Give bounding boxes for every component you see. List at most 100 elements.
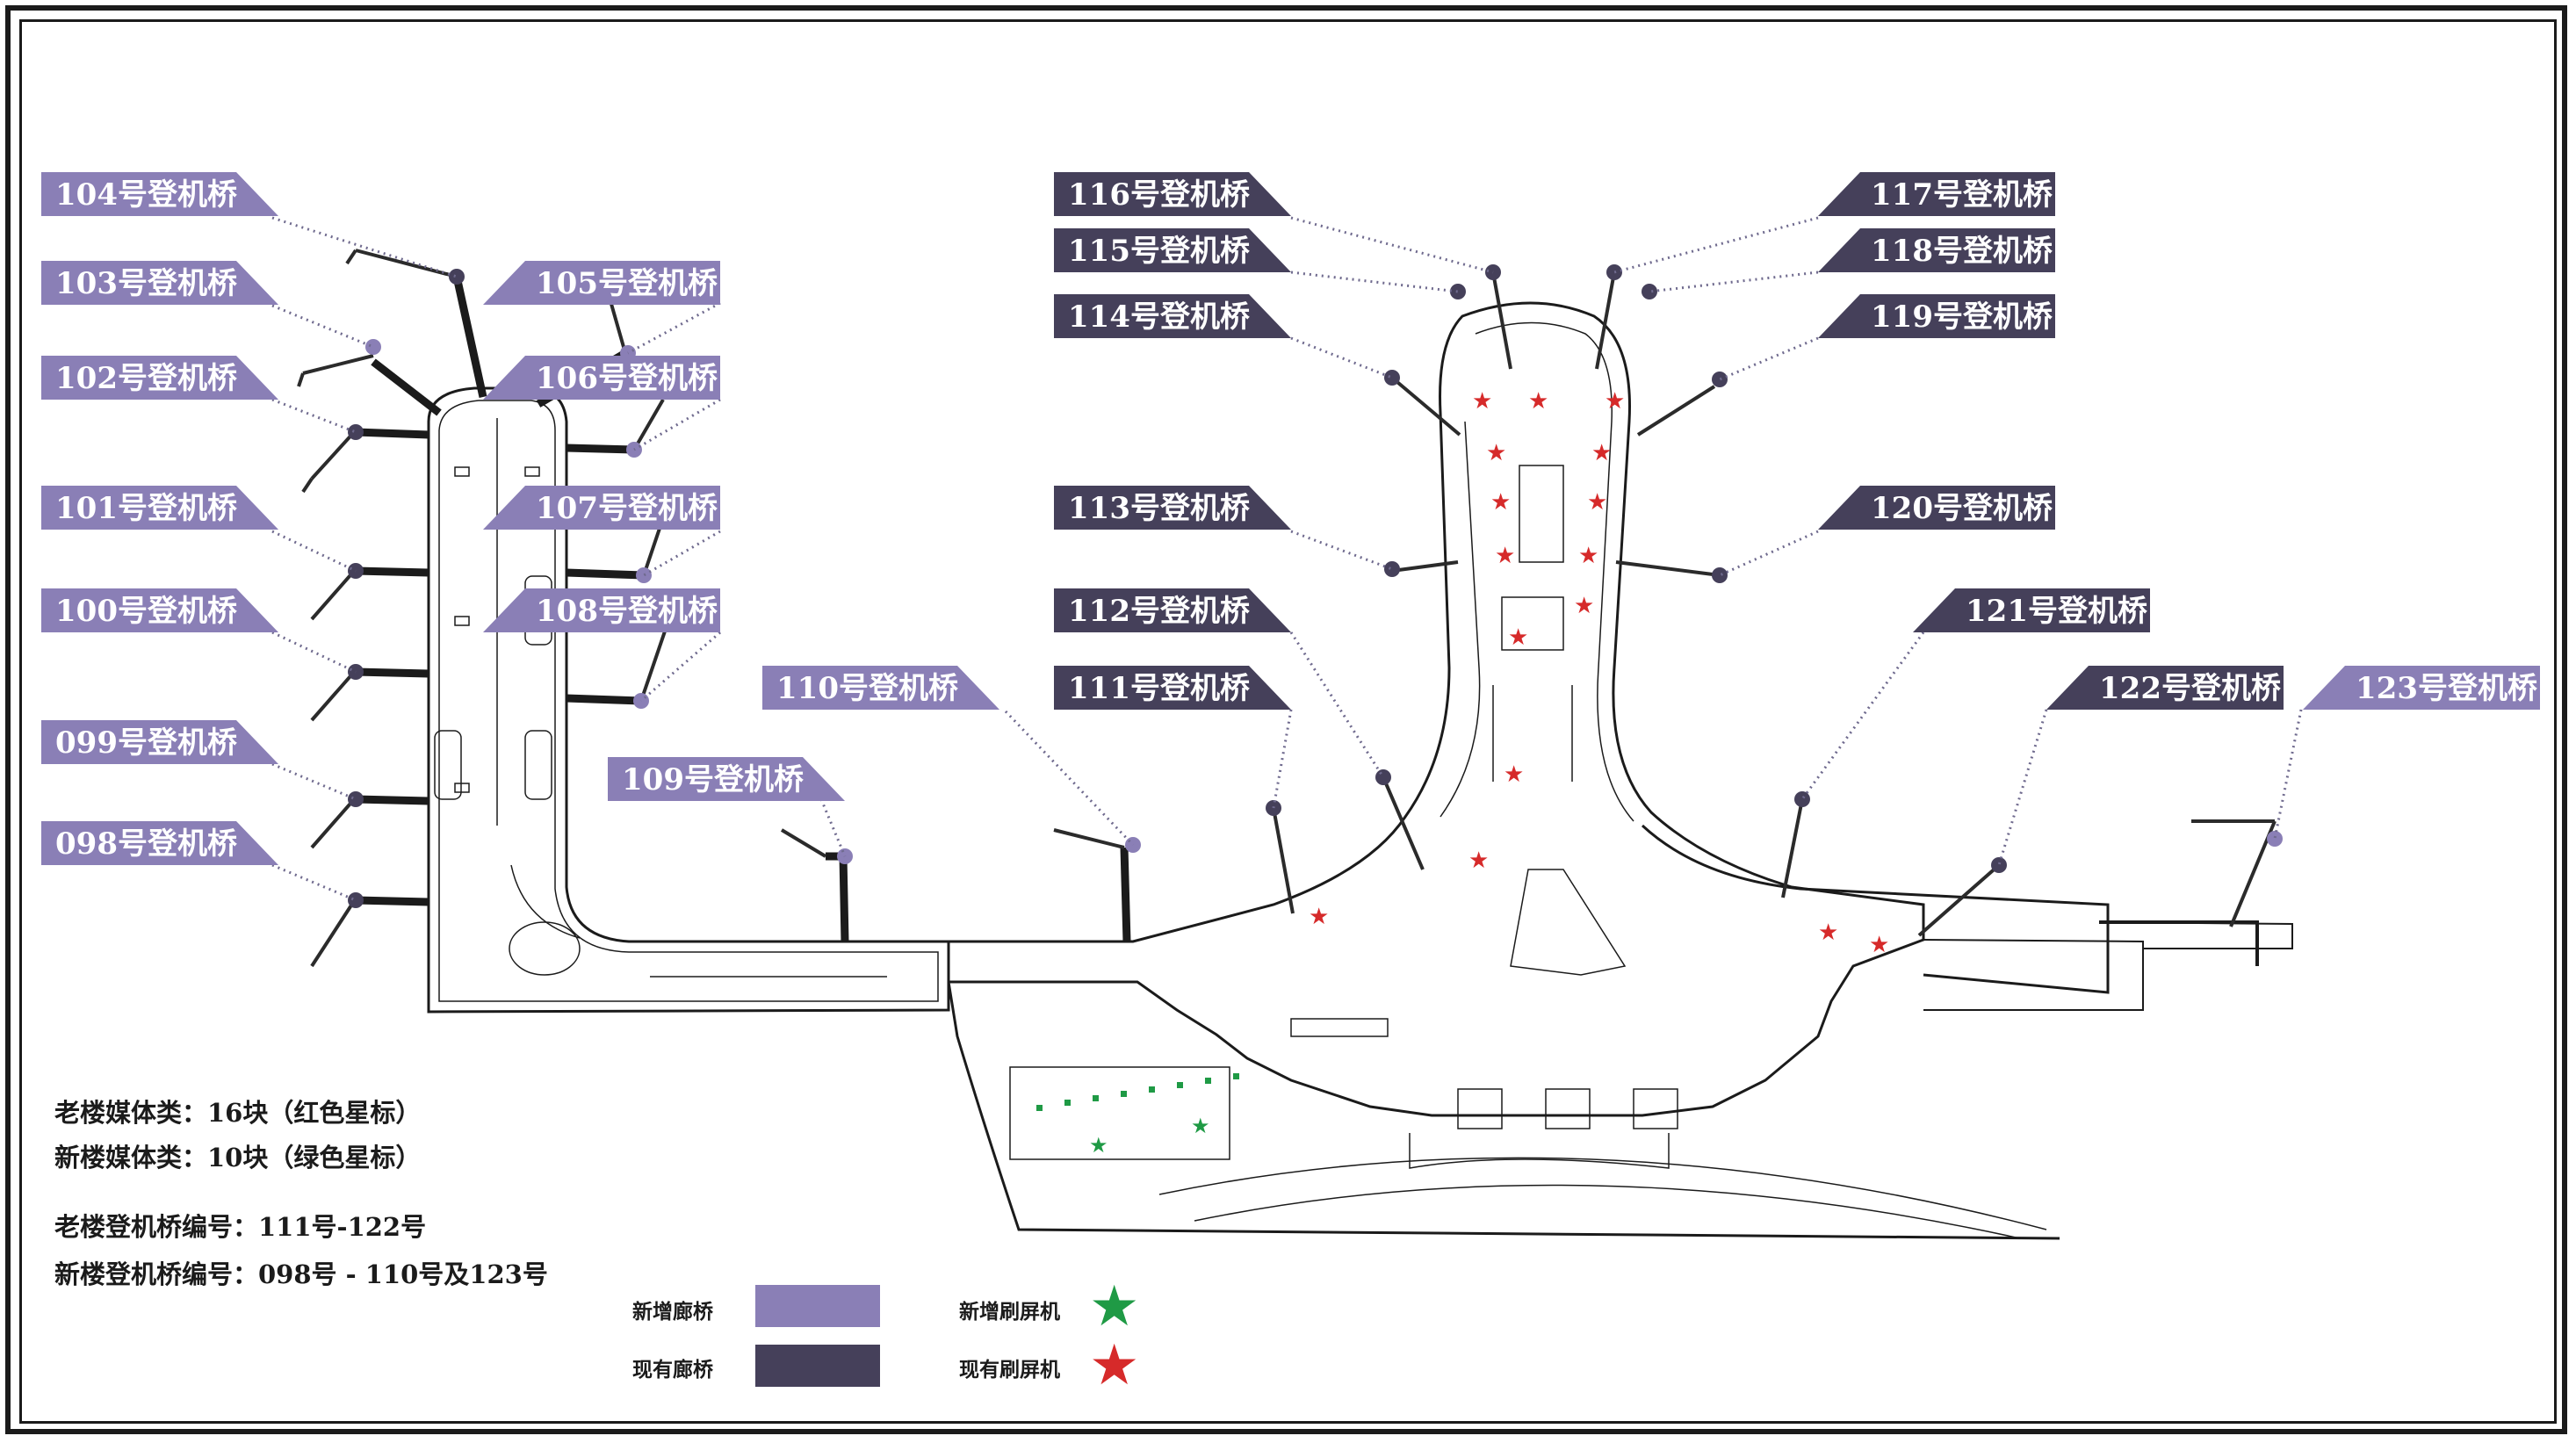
gate-label-text-099: 099号登机桥 bbox=[55, 725, 237, 761]
gate-label-box-103 bbox=[41, 261, 278, 305]
gate-label-text-101: 101号登机桥 bbox=[55, 491, 237, 526]
gate-label-114: 114号登机桥 bbox=[1054, 294, 1291, 338]
gate-label-102: 102号登机桥 bbox=[41, 356, 278, 400]
gate-label-110: 110号登机桥 bbox=[762, 666, 999, 710]
gate-label-text-110: 110号登机桥 bbox=[776, 671, 958, 706]
existing-screen-star-8: ★ bbox=[1495, 543, 1515, 569]
existing-screen-stars: ★ ★ ★ ★ ★ ★ ★ ★ ★ ★ ★ ★ ★ ★ ★ ★ bbox=[1309, 388, 1889, 958]
new-screen-star-2: ★ bbox=[1191, 1114, 1210, 1138]
gate-label-text-098: 098号登机桥 bbox=[55, 826, 237, 862]
legend-new-bridge-swatch bbox=[755, 1285, 880, 1327]
gate-label-109: 109号登机桥 bbox=[608, 757, 845, 801]
new-screen-dots bbox=[1036, 1073, 1239, 1111]
gate-label-box-115 bbox=[1054, 228, 1291, 272]
jet-bridges bbox=[355, 276, 1131, 942]
gate-label-box-122 bbox=[2046, 666, 2284, 710]
gate-label-115: 115号登机桥 bbox=[1054, 228, 1291, 272]
existing-screen-star-13: ★ bbox=[1468, 848, 1489, 874]
gate-label-box-114 bbox=[1054, 294, 1291, 338]
gate-label-116: 116号登机桥 bbox=[1054, 172, 1291, 216]
gate-label-103: 103号登机桥 bbox=[41, 261, 278, 305]
gate-label-text-112: 112号登机桥 bbox=[1068, 594, 1250, 629]
gate-label-108: 108号登机桥 bbox=[483, 588, 720, 632]
gate-label-099: 099号登机桥 bbox=[41, 720, 278, 764]
note-old-media: 老楼媒体类：16块（红色星标） bbox=[54, 1098, 422, 1128]
gate-label-box-101 bbox=[41, 486, 278, 530]
gate-label-box-109 bbox=[608, 757, 845, 801]
gate-label-text-111: 111号登机桥 bbox=[1068, 671, 1250, 706]
gate-label-text-103: 103号登机桥 bbox=[55, 266, 237, 301]
gate-label-text-121: 121号登机桥 bbox=[1966, 594, 2147, 629]
gate-label-box-113 bbox=[1054, 486, 1291, 530]
gate-label-119: 119号登机桥 bbox=[1818, 294, 2055, 338]
gate-label-105: 105号登机桥 bbox=[483, 261, 720, 305]
legend-existing-bridge-swatch bbox=[755, 1345, 880, 1387]
legend-existing-screen-label: 现有刷屏机 bbox=[959, 1359, 1060, 1382]
inner-frame bbox=[19, 19, 2557, 1424]
gate-label-text-107: 107号登机桥 bbox=[536, 491, 718, 526]
gate-label-104: 104号登机桥 bbox=[41, 172, 278, 216]
gate-label-box-116 bbox=[1054, 172, 1291, 216]
new-screen-stars: ★ ★ bbox=[1089, 1114, 1210, 1158]
gate-label-text-119: 119号登机桥 bbox=[1871, 299, 2053, 335]
gate-label-text-114: 114号登机桥 bbox=[1068, 299, 1250, 335]
gate-label-122: 122号登机桥 bbox=[2046, 666, 2284, 710]
gate-label-118: 118号登机桥 bbox=[1818, 228, 2055, 272]
gate-label-text-122: 122号登机桥 bbox=[2099, 671, 2281, 706]
existing-screen-star-15: ★ bbox=[1818, 920, 1838, 946]
note-new-media: 新楼媒体类：10块（绿色星标） bbox=[54, 1143, 422, 1172]
gate-label-box-099 bbox=[41, 720, 278, 764]
gate-label-box-119 bbox=[1818, 294, 2055, 338]
legend-new-screen-star-icon: ★ bbox=[1089, 1274, 1140, 1339]
gate-label-box-098 bbox=[41, 821, 278, 865]
new-screen-star-1: ★ bbox=[1089, 1133, 1108, 1158]
gate-label-text-118: 118号登机桥 bbox=[1871, 234, 2053, 269]
legend-new-bridge-label: 新增廊桥 bbox=[632, 1301, 713, 1324]
existing-screen-star-3: ★ bbox=[1605, 388, 1625, 415]
gate-label-box-105 bbox=[483, 261, 720, 305]
existing-screen-star-12: ★ bbox=[1504, 761, 1524, 788]
existing-screen-star-11: ★ bbox=[1508, 624, 1528, 651]
gate-label-text-108: 108号登机桥 bbox=[536, 594, 718, 629]
existing-screen-star-2: ★ bbox=[1528, 388, 1548, 415]
gate-label-text-100: 100号登机桥 bbox=[55, 594, 237, 629]
gate-label-text-117: 117号登机桥 bbox=[1871, 177, 2053, 213]
existing-screen-star-6: ★ bbox=[1490, 489, 1511, 516]
gate-label-120: 120号登机桥 bbox=[1818, 486, 2055, 530]
gate-label-107: 107号登机桥 bbox=[483, 486, 720, 530]
existing-screen-star-1: ★ bbox=[1472, 388, 1492, 415]
gate-label-box-110 bbox=[762, 666, 999, 710]
gate-label-box-123 bbox=[2303, 666, 2540, 710]
gate-label-box-121 bbox=[1913, 588, 2150, 632]
gate-label-box-112 bbox=[1054, 588, 1291, 632]
gate-label-box-111 bbox=[1054, 666, 1291, 710]
note-old-gates: 老楼登机桥编号：111号-122号 bbox=[54, 1212, 427, 1242]
gate-label-text-115: 115号登机桥 bbox=[1068, 234, 1250, 269]
gate-label-box-107 bbox=[483, 486, 720, 530]
existing-screen-star-14: ★ bbox=[1309, 904, 1329, 930]
outer-frame bbox=[5, 5, 2567, 1434]
legend-new-screen-label: 新增刷屏机 bbox=[959, 1301, 1060, 1324]
gate-label-098: 098号登机桥 bbox=[41, 821, 278, 865]
gate-label-text-102: 102号登机桥 bbox=[55, 361, 237, 396]
gate-label-text-120: 120号登机桥 bbox=[1871, 491, 2053, 526]
apron-bridges bbox=[297, 249, 2277, 968]
gate-label-box-108 bbox=[483, 588, 720, 632]
gate-label-text-109: 109号登机桥 bbox=[622, 762, 804, 797]
gate-label-text-105: 105号登机桥 bbox=[536, 266, 718, 301]
gate-label-123: 123号登机桥 bbox=[2303, 666, 2540, 710]
gate-label-box-120 bbox=[1818, 486, 2055, 530]
leader-lines bbox=[271, 216, 2303, 902]
gate-label-box-118 bbox=[1818, 228, 2055, 272]
gate-label-111: 111号登机桥 bbox=[1054, 666, 1291, 710]
gate-label-text-123: 123号登机桥 bbox=[2356, 671, 2537, 706]
existing-screen-star-5: ★ bbox=[1591, 440, 1612, 466]
gate-label-text-116: 116号登机桥 bbox=[1068, 177, 1250, 213]
existing-screen-star-4: ★ bbox=[1486, 440, 1506, 466]
gate-label-box-106 bbox=[483, 356, 720, 400]
gate-label-101: 101号登机桥 bbox=[41, 486, 278, 530]
note-new-gates: 新楼登机桥编号：098号 - 110号及123号 bbox=[54, 1259, 548, 1289]
gate-label-121: 121号登机桥 bbox=[1913, 588, 2150, 632]
existing-screen-star-16: ★ bbox=[1869, 932, 1889, 958]
